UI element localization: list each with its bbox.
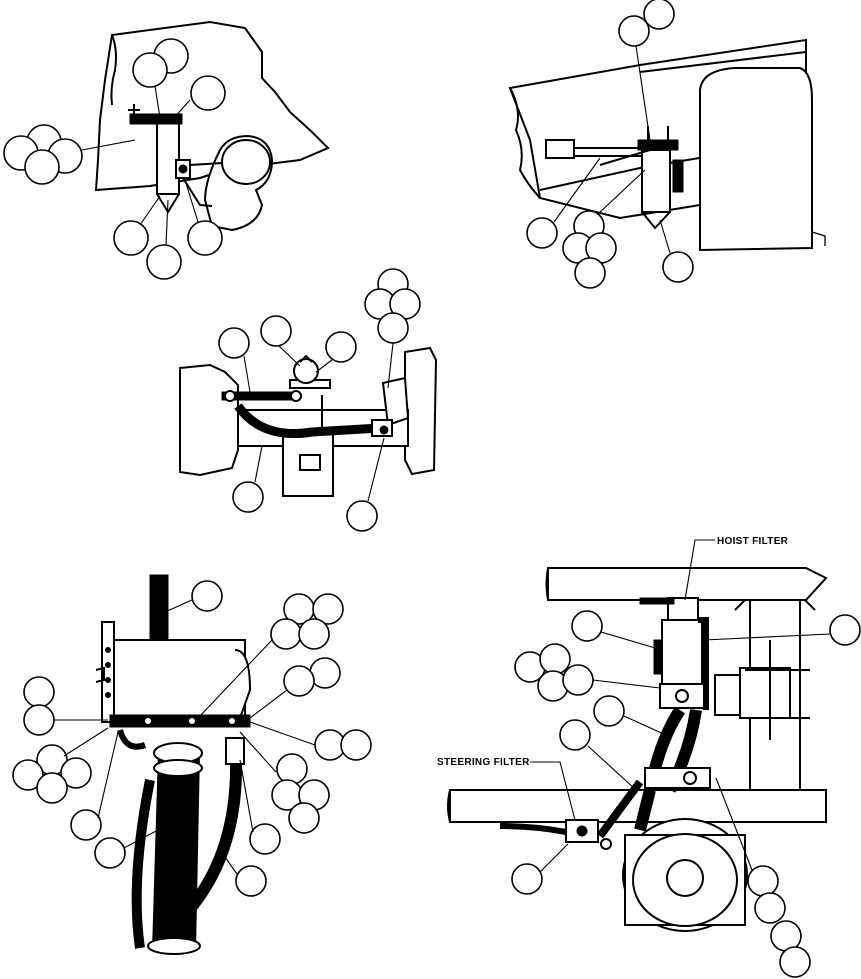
view-top-left [94, 20, 330, 232]
callouts-bottom-right [511, 610, 861, 978]
callouts-top-right [526, 0, 694, 289]
view-middle [179, 346, 438, 497]
hoist-filter-label: HOIST FILTER [717, 536, 789, 547]
callouts-middle [218, 268, 421, 532]
callouts-top-left [3, 38, 226, 280]
view-bottom-right: HOIST FILTER STEERING FILTER [437, 536, 828, 932]
view-bottom-left [95, 574, 252, 955]
steering-filter-label: STEERING FILTER [437, 757, 530, 768]
view-top-right [508, 38, 826, 252]
callouts-bottom-left [12, 580, 372, 897]
